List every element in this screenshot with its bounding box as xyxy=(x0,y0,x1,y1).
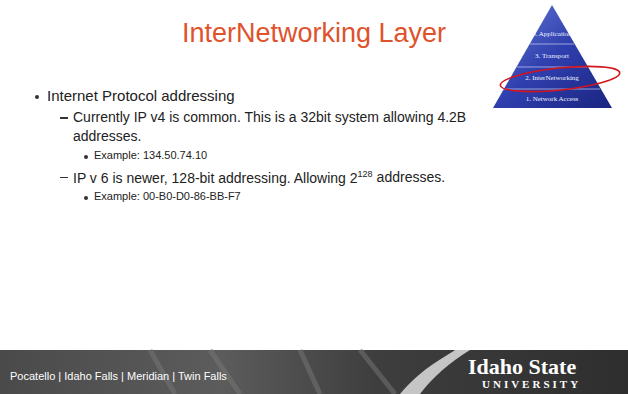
exponent: 128 xyxy=(358,169,373,179)
layer-label: 2. InterNetworking xyxy=(525,74,579,82)
campus-list: Pocatello | Idaho Falls | Meridian | Twi… xyxy=(10,370,227,382)
layer-divider xyxy=(504,89,600,90)
highlight-ellipse xyxy=(499,62,621,96)
bullet-dash xyxy=(60,177,68,179)
sub-bullet-text: IP v 6 is newer, 128-bit addressing. All… xyxy=(73,168,493,188)
layer-divider xyxy=(530,44,574,45)
layer-label: 4. Application xyxy=(532,30,572,38)
pyramid-layer: 3. Transport xyxy=(535,52,569,60)
bullet-dot xyxy=(84,155,88,159)
bullet-dot xyxy=(84,196,88,200)
footer-swoosh xyxy=(400,350,470,394)
example-text: Example: 00-B0-D0-86-BB-F7 xyxy=(94,189,394,204)
footer-bar xyxy=(0,350,628,394)
bullet-dash xyxy=(60,117,68,119)
sub-bullet-text: IP v 6 is newer, 128-bit addressing. All… xyxy=(73,169,358,185)
university-logo: UNIVERSITY xyxy=(482,378,581,390)
sub-bullet-text: addresses. xyxy=(377,169,445,185)
bullet-text: Internet Protocol addressing xyxy=(47,86,487,106)
layer-label: 3. Transport xyxy=(535,52,569,60)
pyramid-layer: 2. InterNetworking xyxy=(525,74,579,82)
pyramid-layer: 1. Network Access xyxy=(526,95,579,103)
sub-bullet-text: Currently IP v4 is common. This is a 32b… xyxy=(73,108,513,146)
bullet-dot xyxy=(35,95,39,99)
example-text: Example: 134.50.74.10 xyxy=(94,148,394,163)
layer-pyramid xyxy=(493,5,612,108)
university-logo: Idaho State xyxy=(468,354,576,380)
layer-label: 1. Network Access xyxy=(526,95,579,103)
pyramid-layer: 4. Application xyxy=(532,30,572,38)
